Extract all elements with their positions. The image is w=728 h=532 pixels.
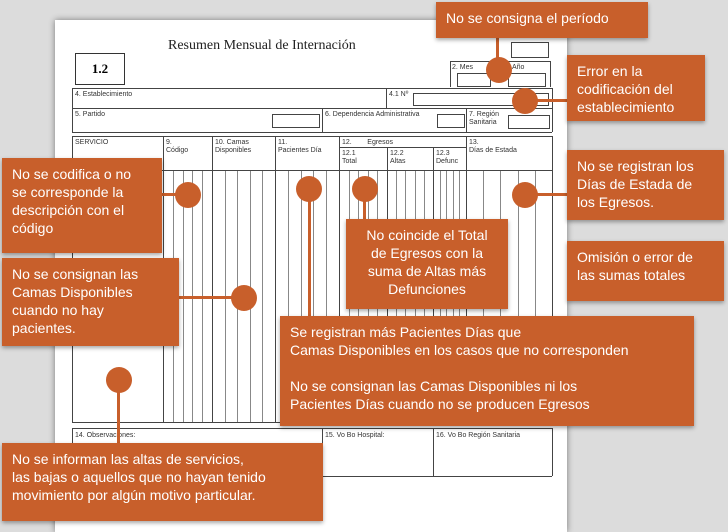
marker-total-egresos — [352, 176, 378, 202]
callout-periodo: No se consigna el período — [436, 2, 648, 38]
row-line — [72, 88, 552, 89]
establecimiento-label: 4. Establecimiento — [75, 91, 133, 98]
callout-codigo: No se codifica o no se corresponde la de… — [2, 158, 162, 253]
marker-codificacion — [512, 88, 538, 114]
partido-input — [272, 114, 320, 128]
callout-sumas-text: Omisión o error de las sumas totales — [577, 249, 693, 283]
row-line — [72, 132, 552, 133]
callout-dias-estada: No se registran los Días de Estada de lo… — [567, 150, 724, 220]
mes-row-right — [550, 61, 551, 87]
grid-line — [262, 171, 264, 422]
grid-line — [300, 171, 302, 422]
callout-pacientes-text: Se registran más Pacientes Días que Cama… — [290, 324, 629, 412]
table-right — [552, 136, 553, 422]
row-line — [72, 88, 73, 132]
marker-altas-servicios — [106, 367, 132, 393]
footer-line — [552, 428, 553, 476]
row-line — [552, 88, 553, 132]
callout-codificacion: Error en la codificación del establecimi… — [567, 55, 705, 121]
col-egresos: 12. Egresos — [342, 139, 393, 146]
marker-codigo — [175, 182, 201, 208]
row-line — [72, 108, 552, 109]
grid-line — [313, 171, 315, 422]
callout-codificacion-text: Error en la codificación del establecimi… — [577, 63, 675, 115]
form-title: Resumen Mensual de Internación — [168, 38, 356, 53]
marker-periodo — [486, 57, 512, 83]
vobo-hospital-label: 15. Vo Bo Hospital: — [325, 432, 385, 439]
partido-label: 5. Partido — [75, 111, 105, 118]
col-altas: 12.2 Altas — [390, 150, 406, 165]
col-line — [275, 136, 276, 422]
callout-altas-servicios-text: No se informan las altas de servicios, l… — [12, 451, 266, 503]
callout-sumas: Omisión o error de las sumas totales — [567, 241, 724, 301]
col-total: 12.1 Total — [342, 150, 357, 165]
mes-row-left — [450, 61, 451, 87]
callout-codigo-text: No se codifica o no se corresponde la de… — [12, 166, 132, 236]
row-line — [386, 88, 387, 108]
anio-input — [508, 73, 546, 87]
grid-line — [287, 171, 289, 422]
col-dias-estada: 13. Días de Estada — [469, 139, 517, 154]
row-line — [322, 108, 323, 132]
table-top — [72, 136, 552, 137]
footer-line — [433, 428, 434, 476]
leader-line — [308, 188, 311, 318]
anio-label: Año — [512, 64, 525, 71]
col-pacientes: 11. Pacientes Día — [278, 139, 322, 154]
callout-altas-servicios: No se informan las altas de servicios, l… — [2, 443, 323, 521]
leader-line — [496, 38, 499, 68]
callout-camas-text: No se consignan las Camas Disponibles cu… — [12, 266, 139, 336]
marker-pacientes — [296, 176, 322, 202]
footer-top — [72, 428, 552, 429]
leader-line — [117, 382, 120, 444]
col-line — [339, 136, 340, 422]
observaciones-label: 14. Observaciones: — [75, 432, 136, 439]
vobo-region-label: 16. Vo Bo Región Sanitaria — [436, 432, 521, 439]
dependencia-label: 6. Dependencia Administrativa — [325, 111, 420, 118]
row-line — [466, 108, 467, 132]
col-codigo: 9. Código — [166, 139, 189, 154]
egresos-divider — [339, 147, 466, 148]
grid-line — [517, 171, 519, 422]
form-number: 1.2 — [75, 53, 125, 85]
grid-line — [326, 171, 328, 422]
marker-dias-estada — [512, 182, 538, 208]
marker-camas — [231, 285, 257, 311]
leader-line — [178, 296, 244, 299]
leader-line — [524, 99, 576, 102]
callout-total-egresos-text: No coincide el Total de Egresos con la s… — [366, 227, 488, 297]
leader-line — [363, 195, 366, 221]
col-defunc: 12.3 Defunc — [436, 150, 459, 165]
region-label: 7. Región Sanitaria — [469, 111, 499, 126]
col-servicio: SERVICIO — [75, 139, 109, 146]
callout-periodo-text: No se consigna el período — [446, 10, 609, 26]
col-camas: 10. Camas Disponibles — [215, 139, 252, 154]
region-input — [508, 115, 550, 129]
leader-line — [162, 193, 186, 196]
top-right-box — [511, 42, 549, 58]
nro-label: 4.1 Nº — [389, 91, 409, 98]
grid-line — [534, 171, 536, 422]
callout-dias-estada-text: No se registran los Días de Estada de lo… — [577, 158, 694, 210]
callout-pacientes: Se registran más Pacientes Días que Cama… — [280, 316, 694, 426]
dependencia-input — [437, 114, 465, 128]
col-line — [212, 136, 213, 422]
callout-camas: No se consignan las Camas Disponibles cu… — [2, 258, 179, 346]
mes-label: 2. Mes — [452, 64, 474, 71]
mes-input — [457, 73, 491, 87]
callout-total-egresos: No coincide el Total de Egresos con la s… — [346, 219, 508, 309]
leader-line — [526, 193, 568, 196]
header-bottom — [72, 170, 552, 171]
